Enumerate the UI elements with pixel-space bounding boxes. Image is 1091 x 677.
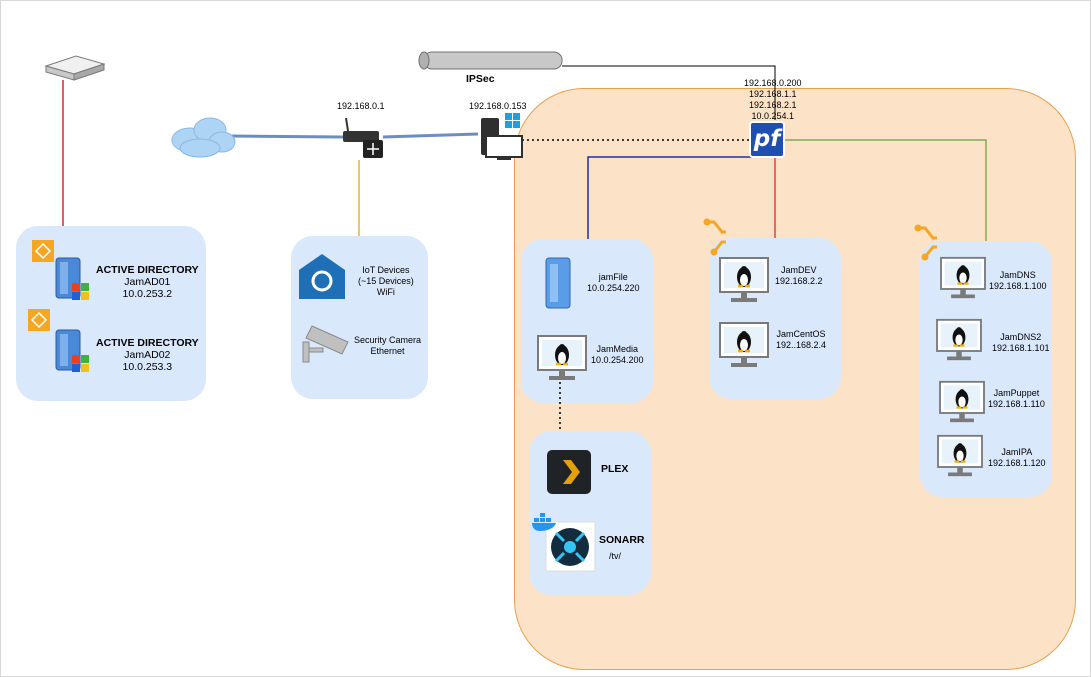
media-server-label: JamMedia 10.0.254.200	[591, 344, 644, 366]
prod-server-1-label: JamDNS 192.168.1.100	[989, 270, 1047, 292]
pfsense-logo-box	[749, 121, 785, 158]
pfsense-ip-0: 192.168.0.200	[744, 78, 802, 88]
iot-house-icon	[299, 254, 345, 299]
plex-label: PLEX	[601, 463, 629, 475]
dev-server-2-ip: 192..168.2.4	[776, 340, 827, 350]
ad-server-1-label: ACTIVE DIRECTORY JamAD01 10.0.253.2	[96, 264, 199, 300]
linux-monitor-icon-centos	[719, 322, 769, 367]
dev-server-2-name: JamCentOS	[776, 329, 826, 339]
ad-server-icon-1	[55, 257, 89, 300]
router-workstation-link	[382, 132, 479, 139]
prod-server-4-ip: 192.168.1.120	[988, 458, 1046, 468]
prod-server-3-label: JamPuppet 192.168.1.110	[988, 388, 1045, 410]
camera-line2: Ethernet	[370, 346, 405, 356]
linux-monitor-icon-ipa	[937, 434, 983, 477]
workstation-ip: 192.168.0.153	[469, 101, 527, 111]
prod-server-2-name: JamDNS2	[1000, 332, 1042, 342]
file-server-label: jamFile 10.0.254.220	[587, 272, 640, 294]
linux-monitor-icon-dns	[940, 256, 986, 299]
ad-badge-icon-2	[28, 309, 50, 331]
camera-line1: Security Camera	[354, 335, 422, 345]
prod-server-4-label: JamIPA 192.168.1.120	[988, 447, 1046, 469]
prod-server-2-label: JamDNS2 192.168.1.101	[992, 332, 1050, 354]
pfsense-logo[interactable]: pf	[753, 126, 781, 152]
prod-server-1-ip: 192.168.1.100	[989, 281, 1047, 291]
ipsec-link	[562, 65, 776, 120]
ad-server-2-label: ACTIVE DIRECTORY JamAD02 10.0.253.3	[96, 337, 199, 373]
iot-devices-line2: (~15 Devices)	[358, 276, 414, 286]
pfsense-ip-1: 192.168.1.1	[749, 89, 797, 99]
dev-server-1-name: JamDEV	[781, 265, 817, 275]
cloud-icon	[171, 117, 236, 158]
sonarr-icon	[545, 521, 596, 572]
media-server-name: JamMedia	[596, 344, 639, 354]
router-icon	[343, 117, 383, 158]
file-server-name: jamFile	[598, 272, 628, 282]
prod-server-4-name: JamIPA	[1001, 447, 1033, 457]
security-camera-icon	[302, 325, 349, 363]
ad-server-1-title: ACTIVE DIRECTORY	[96, 264, 199, 276]
ad-server-2-ip: 10.0.253.3	[122, 361, 173, 373]
file-server-ip: 10.0.254.220	[587, 283, 640, 293]
dev-server-1-ip: 192.168.2.2	[775, 276, 823, 286]
sonarr-path: /tv/	[609, 551, 622, 561]
pf-storage-link	[587, 156, 752, 239]
dev-server-2-label: JamCentOS 192..168.2.4	[776, 329, 826, 351]
ipsec-tunnel-icon	[418, 51, 563, 70]
prod-server-3-name: JamPuppet	[993, 388, 1040, 398]
ad-server-1-name: JamAD01	[124, 276, 171, 288]
plex-icon	[547, 450, 591, 494]
prod-server-3-ip: 192.168.1.110	[988, 399, 1045, 409]
linux-monitor-icon-media	[537, 335, 587, 380]
ipsec-label: IPSec	[466, 73, 495, 85]
security-camera-label: Security Camera Ethernet	[354, 335, 421, 357]
pfsense-ip-list: 192.168.0.200 192.168.1.1 192.168.2.1 10…	[744, 78, 802, 122]
ad-server-1-ip: 10.0.253.2	[122, 288, 173, 300]
rack-server-icon	[44, 55, 106, 81]
ad-server-2-title: ACTIVE DIRECTORY	[96, 337, 199, 349]
file-server-icon	[545, 257, 571, 309]
pfsense-ip-2: 192.168.2.1	[749, 100, 797, 110]
dev-server-1-label: JamDEV 192.168.2.2	[775, 265, 823, 287]
workstation-icon	[481, 113, 523, 160]
iot-devices-line1: IoT Devices	[362, 265, 410, 275]
branch-connector-icon-dev	[703, 218, 726, 256]
pf-prod-link	[784, 139, 987, 241]
linux-monitor-icon-dns2	[936, 318, 982, 361]
linux-monitor-icon-puppet	[939, 380, 985, 423]
prod-server-2-ip: 192.168.1.101	[992, 343, 1050, 353]
ad-server-icon-2	[55, 329, 89, 372]
iot-devices-label: IoT Devices (~15 Devices) WiFi	[358, 265, 414, 298]
iot-devices-line3: WiFi	[376, 287, 395, 297]
pfsense-ip-3: 10.0.254.1	[751, 111, 795, 121]
media-server-ip: 10.0.254.200	[591, 355, 644, 365]
sonarr-label: SONARR	[599, 534, 645, 546]
storage-panel[interactable]	[521, 239, 653, 403]
cloud-router-link	[231, 134, 344, 139]
router-ip: 192.168.0.1	[337, 101, 385, 111]
linux-monitor-icon-dev	[719, 257, 769, 302]
branch-connector-icon-prod	[914, 224, 937, 261]
docker-icon	[532, 513, 556, 531]
ad-server-2-name: JamAD02	[124, 349, 171, 361]
ad-badge-icon-1	[32, 240, 54, 262]
prod-server-1-name: JamDNS	[999, 270, 1036, 280]
